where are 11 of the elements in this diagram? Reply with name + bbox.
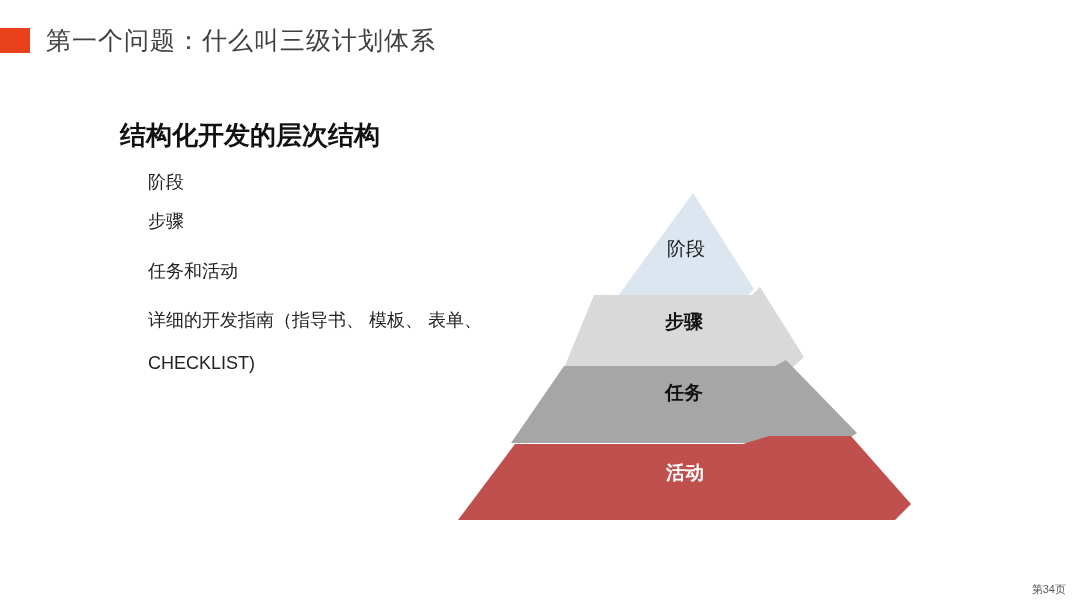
page-number: 第34页 — [1031, 582, 1066, 597]
list-item: 步骤 — [148, 210, 184, 233]
slide-title: 第一个问题：什么叫三级计划体系 — [46, 25, 436, 56]
list-item: 阶段 — [148, 171, 184, 194]
list-item: 详细的开发指南（指导书、 模板、 表单、CHECKLIST) — [148, 309, 483, 375]
layer-label: 活动 — [664, 461, 705, 485]
list-item: 任务和活动 — [148, 260, 238, 283]
layer-label: 步骤 — [664, 310, 704, 334]
section-heading: 结构化开发的层次结构 — [120, 119, 380, 152]
layer-label: 阶段 — [666, 237, 706, 261]
layer-label: 任务 — [663, 381, 704, 405]
